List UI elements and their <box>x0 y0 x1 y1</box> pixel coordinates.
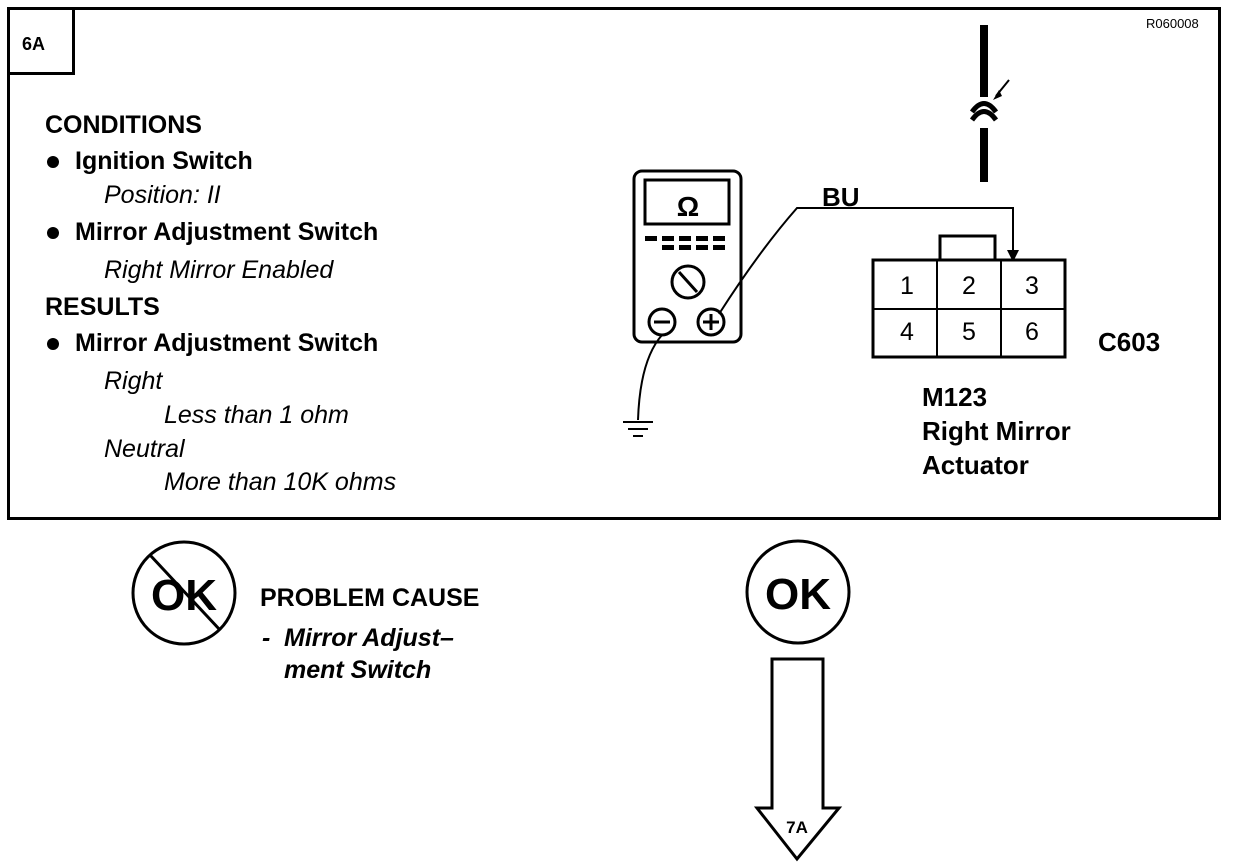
test-step-panel <box>7 7 1221 520</box>
not-ok-icon: OK <box>131 540 237 646</box>
not-ok-symbol: OK <box>151 571 217 620</box>
problem-cause-dash: - <box>262 624 271 652</box>
problem-cause-line2: ment Switch <box>284 656 432 684</box>
problem-cause-heading: PROBLEM CAUSE <box>260 584 480 612</box>
reference-code: R060008 <box>1146 16 1199 31</box>
probe-lead-positive <box>718 207 1014 315</box>
bullet-icon <box>47 156 59 168</box>
meter-ohm-symbol: Ω <box>677 191 699 222</box>
harness-wire <box>969 25 1010 182</box>
condition-ignition-label: Ignition Switch <box>75 147 253 175</box>
connector-pin: 2 <box>962 272 976 300</box>
step-number-box <box>7 7 75 75</box>
step-number: 6A <box>22 34 46 54</box>
connector-pin: 6 <box>1025 318 1039 346</box>
condition-mirror-switch-label: Mirror Adjustment Switch <box>75 218 379 246</box>
connector-c603-icon <box>871 234 1067 359</box>
result-position-neutral: Neutral <box>104 435 185 463</box>
wire-color-label: BU <box>822 182 860 212</box>
results-heading: RESULTS <box>45 293 160 321</box>
connector-pin: 4 <box>900 318 914 346</box>
result-value-neutral: More than 10K ohms <box>164 468 397 496</box>
connector-pin: 3 <box>1025 272 1039 300</box>
bullet-icon <box>47 227 59 239</box>
component-code: M123 <box>922 382 988 412</box>
condition-ignition-detail: Position: II <box>104 181 221 209</box>
result-position-right: Right <box>104 367 163 395</box>
multimeter-icon: Ω <box>632 169 743 344</box>
connector-pin: 1 <box>900 272 914 300</box>
probe-lead-negative <box>637 334 663 421</box>
result-item-label: Mirror Adjustment Switch <box>75 329 379 357</box>
condition-mirror-switch-detail: Right Mirror Enabled <box>104 256 334 284</box>
problem-cause-line1: Mirror Adjust– <box>284 624 454 652</box>
result-value-right: Less than 1 ohm <box>164 401 349 429</box>
ok-symbol: OK <box>765 570 831 619</box>
component-name-line2: Actuator <box>922 450 1029 480</box>
ground-icon <box>623 421 653 437</box>
connector-pin: 5 <box>962 318 976 346</box>
ok-icon: OK <box>745 539 851 645</box>
next-step-arrow-icon: 7A <box>753 657 843 862</box>
conditions-heading: CONDITIONS <box>45 111 202 139</box>
component-name-line1: Right Mirror <box>922 416 1071 446</box>
next-step-label: 7A <box>786 818 808 837</box>
connector-id: C603 <box>1098 327 1161 357</box>
bullet-icon <box>47 338 59 350</box>
